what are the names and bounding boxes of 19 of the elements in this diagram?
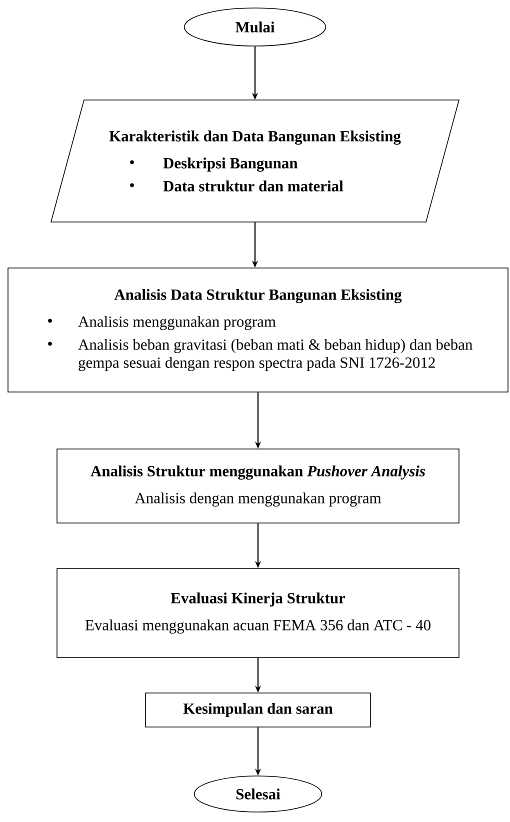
terminal-oval [194, 776, 322, 812]
body-text: Analisis dengan menggunakan program [134, 492, 382, 507]
list-item: Analisis menggunakan program [78, 316, 276, 330]
heading: Evaluasi Kinerja Struktur [170, 592, 346, 606]
list-item: Deskripsi Bangunan [163, 158, 298, 172]
body-text: Evaluasi menggunakan acuan FEMA 356 dan ATC - 40 [85, 619, 430, 634]
heading: Kesimpulan dan saran [183, 702, 333, 718]
heading: Karakteristik dan Data Bangunan Eksisting [109, 130, 401, 145]
heading: Analisis Data Struktur Bangunan Eksisting [114, 288, 402, 304]
process-box [56, 568, 460, 658]
process-box [56, 448, 460, 524]
terminal-oval [184, 8, 326, 46]
process-box [145, 692, 371, 728]
list-item: Data struktur dan material [163, 180, 344, 192]
heading: Analisis Struktur menggunakan Pushover Analysis [90, 465, 426, 480]
process-box [8, 268, 508, 392]
heading: Mulai [235, 22, 275, 32]
heading: Selesai [236, 788, 280, 800]
list-item: Analisis beban gravitasi (beban mati & beban hidup) dan beban gempa sesuai dengan respon spectra pada SNI 1726-2012 [78, 338, 472, 372]
